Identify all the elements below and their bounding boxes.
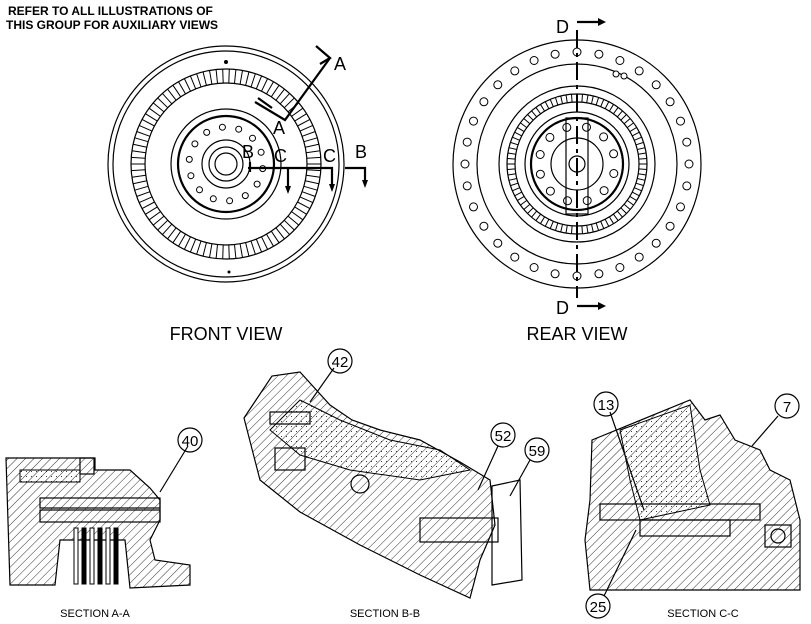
section-c-c-drawing <box>584 399 801 597</box>
marker-d-top: D <box>556 17 569 37</box>
marker-b-left: B <box>242 142 254 162</box>
svg-text:13: 13 <box>598 397 615 414</box>
svg-text:7: 7 <box>783 399 791 416</box>
section-a-a-label: SECTION A-A <box>60 608 130 620</box>
rear-view-drawing <box>452 18 702 310</box>
callout-59: 59 <box>524 437 550 463</box>
section-c-c-label: SECTION C-C <box>667 608 739 620</box>
callout-42: 42 <box>327 348 353 374</box>
svg-text:25: 25 <box>590 599 607 616</box>
front-view-label: FRONT VIEW <box>170 324 283 344</box>
rear-view-label: REAR VIEW <box>526 324 627 344</box>
callout-7: 7 <box>774 393 800 419</box>
marker-c-right: C <box>323 146 336 166</box>
svg-text:59: 59 <box>529 443 546 460</box>
svg-text:52: 52 <box>495 428 512 445</box>
note-text-line2: THIS GROUP FOR AUXILIARY VIEWS <box>6 18 218 32</box>
callout-25: 25 <box>585 593 611 619</box>
callout-40: 40 <box>177 427 203 453</box>
section-b-b-label: SECTION B-B <box>350 608 420 620</box>
note-line: REFER TO ALL ILLUSTRATIONS OF THIS GROUP… <box>6 4 218 32</box>
callout-52: 52 <box>490 422 516 448</box>
marker-b-right: B <box>355 142 367 162</box>
section-a-a-drawing <box>5 445 191 589</box>
marker-a-top: A <box>334 54 346 74</box>
marker-a-bottom: A <box>273 118 285 138</box>
note-text: REFER TO ALL ILLUSTRATIONS OF <box>8 4 213 18</box>
callout-13: 13 <box>593 391 619 417</box>
marker-c-left: C <box>274 146 287 166</box>
front-view-drawing <box>107 45 368 283</box>
marker-d-bottom: D <box>556 298 569 318</box>
svg-text:40: 40 <box>182 433 199 450</box>
svg-text:42: 42 <box>332 354 349 371</box>
section-b-b-drawing <box>243 367 531 599</box>
